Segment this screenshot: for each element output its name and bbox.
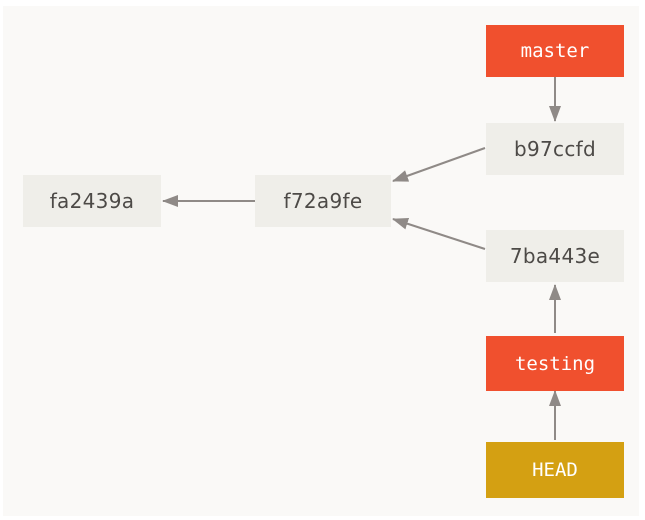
commit-7ba443e: 7ba443e (486, 230, 624, 282)
edge-7ba443e-to-f72a9fe (392, 217, 486, 250)
commit-fa2439a: fa2439a (23, 175, 161, 227)
commit-b97ccfd: b97ccfd (486, 123, 624, 175)
edge-b97ccfd-to-f72a9fe (392, 147, 486, 182)
branch-master: master (486, 25, 624, 77)
branch-testing: testing (486, 336, 624, 391)
head-pointer: HEAD (486, 442, 624, 498)
commit-f72a9fe: f72a9fe (255, 175, 391, 227)
